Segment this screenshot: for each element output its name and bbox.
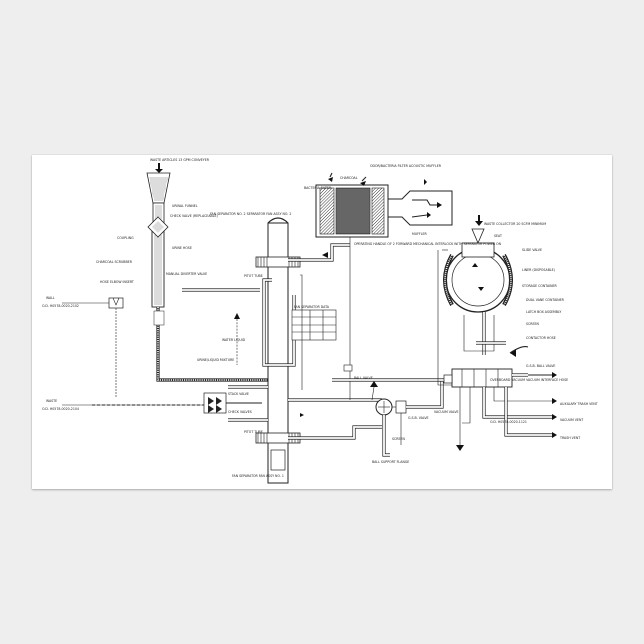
label-ball-valve-right: G.S.B. BALL VALVE	[526, 364, 555, 368]
label-operating-handle: OPERATING HANDLE OF 2 FORWARD MECHANICAL…	[354, 242, 502, 246]
label-liner: LINER (DISPOSABLE)	[522, 268, 555, 272]
label-check-valve: CHECK VALVE (REPLACEABLE)	[170, 214, 218, 218]
commode-assembly	[443, 228, 513, 313]
label-latch-box: LATCH BOX ASSEMBLY	[526, 310, 561, 314]
label-od-right: O.D. H0578-0020-1121	[490, 420, 527, 424]
label-stack-valve: STACK VALVE	[228, 392, 249, 396]
label-manual-diverter: MANUAL DIVERTER VALVE	[166, 272, 207, 276]
charcoal-filter-block	[315, 184, 389, 238]
label-ring-area: WASTE COLLECTOR 20 SCFM MINIMUM	[484, 222, 546, 226]
schematic-diagram: WASTE ARTICLES 13 GPM CONVEYER URINAL FU…	[42, 158, 598, 484]
label-fan-sep-1: FAN SEPARATOR FAN ASSY NO. 1	[232, 474, 284, 478]
label-waste-inlet: WASTE ARTICLES 13 GPM CONVEYER	[150, 158, 210, 162]
label-odor-bacteria: ODOR/BACTERIA FILTER ACOUSTIC MUFFLER	[370, 164, 442, 168]
label-vacuum-valve: VACUUM VALVE	[434, 410, 459, 414]
label-od-top: O.D. H0578-0020-2102	[42, 304, 79, 308]
label-urine-mixture: URINE/LIQUID MIXTURE	[197, 358, 234, 362]
label-auxiliary-trash: AUXILIARY TRASH VENT	[560, 402, 598, 406]
label-urinal-funnel: URINAL FUNNEL	[172, 204, 198, 208]
exhaust-arrow-icon	[424, 179, 427, 185]
label-fan-sep-data: FAN SEPARATOR DATA	[294, 305, 330, 309]
label-od-bottom: O.D. H0578-0020-2104	[42, 407, 79, 411]
label-storage-container: STORAGE CONTAINER	[522, 284, 558, 288]
label-pitot-bottom: PITOT TUBE	[244, 430, 263, 434]
urine-hose-horizontal	[156, 307, 277, 382]
vent-arrow-icon	[552, 372, 557, 378]
label-dual-vane: DUAL VANE CONTAINER	[526, 298, 565, 302]
label-trash-vent: TRASH VENT	[559, 436, 580, 440]
label-overboard-vacuum: OVERBOARD VACUUM VACUUM INTERFACE HOSE	[490, 378, 568, 382]
label-wall: WALL	[46, 296, 55, 300]
label-coupling: COUPLING	[117, 236, 134, 240]
fan-separator-column	[255, 217, 301, 484]
label-ball-support: BALL SUPPORT FLANGE	[372, 460, 409, 464]
right-manifold	[443, 368, 513, 388]
label-charcoal-scrubber: CHARCOAL SCRUBBER	[96, 260, 133, 264]
label-screen: SCREEN	[392, 437, 405, 441]
commode-inflow-arrow-icon	[475, 215, 483, 226]
label-valve-ball: BALL VALVE	[354, 376, 373, 380]
center-ball-valve	[375, 398, 407, 416]
charcoal-scrubber-valve	[108, 297, 124, 309]
label-fan-sep-2: FAN SEPARATOR NO. 2 SEPARATOR FAN ASSY N…	[210, 212, 291, 216]
inflow-arrow-icon	[155, 163, 163, 173]
label-check-valves: CHECK VALVES	[228, 410, 252, 414]
label-gsb-valve: G.S.B. VALVE	[408, 416, 429, 420]
label-hose-right: CONTACTOR HOSE	[526, 336, 556, 340]
label-muffler: MUFFLER	[412, 232, 428, 236]
label-charcoal: CHARCOAL	[340, 176, 358, 180]
muffler	[387, 190, 453, 226]
label-waste: WASTE	[46, 399, 57, 403]
label-vacuum-vent: VACUUM VENT	[560, 418, 583, 422]
label-hose-elbow: HOSE ELBOW INSERT	[100, 280, 134, 284]
label-pitot-top: PITOT TUBE	[244, 274, 263, 278]
check-valves	[203, 392, 227, 414]
label-commode-seat: SEAT	[494, 234, 502, 238]
label-bacteria-filter: BACTERIA FILTER	[304, 186, 332, 190]
urinal-funnel	[146, 172, 171, 226]
label-water-liquid: WATER LIQUID	[222, 338, 246, 342]
label-screen-right: SCREEN	[526, 322, 539, 326]
fan-separator-table	[291, 309, 337, 341]
label-urine-hose: URINE HOSE	[172, 246, 192, 250]
poster-frame: WASTE ARTICLES 13 GPM CONVEYER URINAL FU…	[32, 155, 612, 489]
flow-arrow-icon	[322, 252, 328, 258]
urine-hose-vertical	[151, 226, 165, 308]
label-commode-valve: SLIDE VALVE	[522, 248, 542, 252]
